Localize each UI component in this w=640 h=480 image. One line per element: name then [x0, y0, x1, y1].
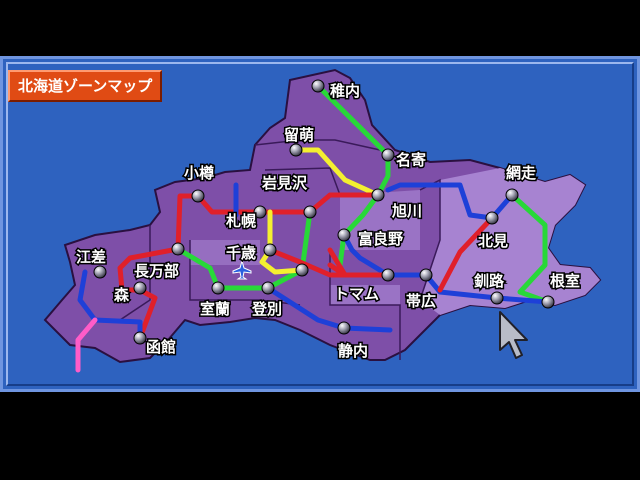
label-nayoro: 名寄 — [396, 151, 426, 169]
airport-icon — [232, 259, 252, 280]
line-green-east — [509, 192, 551, 305]
label-iwamizawa: 岩見沢 — [261, 174, 308, 192]
chitose-zone — [190, 240, 260, 265]
label-otaru: 小樽 — [184, 164, 214, 182]
node-chitose[interactable] — [263, 243, 277, 257]
station-nodes — [93, 79, 555, 345]
mouse-cursor-icon — [499, 311, 528, 359]
label-esashi: 江差 — [76, 248, 106, 266]
label-furano: 富良野 — [358, 230, 403, 248]
node-asahikawa[interactable] — [371, 188, 385, 202]
node-junction[interactable] — [295, 263, 309, 277]
node-rumoi[interactable] — [289, 143, 303, 157]
tomamu-zone — [330, 285, 400, 305]
line-red-asahikawa — [327, 247, 348, 278]
line-blue-furano — [341, 232, 391, 278]
node-nemuro[interactable] — [541, 295, 555, 309]
label-chitose: 千歳 — [226, 244, 256, 262]
line-red-tomamu — [267, 247, 391, 278]
label-muroran: 室蘭 — [200, 300, 230, 318]
node-obihiro[interactable] — [419, 268, 433, 282]
station-labels: 稚内 留萌 名寄 小樽 岩見沢 網走 札幌 旭川 富良野 北見 千歳 江差 長万… — [75, 81, 582, 362]
line-red-kushiro — [437, 215, 495, 293]
line-green-sapporo — [175, 209, 313, 291]
label-noboribetsu: 登別 — [251, 300, 282, 318]
node-tomamu[interactable] — [381, 268, 395, 282]
node-noboribetsu[interactable] — [261, 281, 275, 295]
node-shizunai[interactable] — [337, 321, 351, 335]
node-mori[interactable] — [133, 281, 147, 295]
node-nayoro[interactable] — [381, 148, 395, 162]
label-abashiri: 網走 — [506, 164, 536, 182]
node-otaru[interactable] — [191, 189, 205, 203]
node-iwamizawa[interactable] — [303, 205, 317, 219]
label-kitami: 北見 — [478, 232, 508, 250]
node-oshamambe[interactable] — [171, 242, 185, 256]
node-muroran[interactable] — [211, 281, 225, 295]
line-yellow-chitose — [259, 209, 305, 275]
label-nemuro: 根室 — [550, 272, 580, 290]
line-red-south — [117, 246, 181, 341]
label-sapporo: 札幌 — [225, 212, 256, 230]
line-yellow-rumoi — [293, 147, 381, 198]
node-kushiro[interactable] — [490, 291, 504, 305]
node-abashiri[interactable] — [505, 188, 519, 202]
line-pink-south — [75, 317, 98, 373]
landmass — [43, 68, 602, 364]
map-title: 北海道ゾーンマップ — [8, 70, 163, 102]
label-kushiro: 釧路 — [474, 272, 505, 290]
label-hakodate: 函館 — [146, 338, 176, 356]
node-kitami[interactable] — [485, 211, 499, 225]
label-rumoi: 留萌 — [284, 126, 314, 144]
label-asahikawa: 旭川 — [391, 202, 422, 220]
label-mori: 森 — [114, 286, 130, 304]
node-sapporo[interactable] — [253, 205, 267, 219]
label-obihiro: 帯広 — [406, 292, 436, 310]
label-wakkanai: 稚内 — [330, 82, 360, 100]
node-esashi[interactable] — [93, 265, 107, 279]
line-blue-shizunai — [265, 285, 393, 333]
label-tomamu: トマム — [334, 285, 379, 303]
node-hakodate[interactable] — [133, 331, 147, 345]
node-wakkanai[interactable] — [311, 79, 325, 93]
label-oshamambe: 長万部 — [134, 262, 179, 280]
furano-zone — [340, 190, 420, 250]
node-furano[interactable] — [337, 228, 351, 242]
label-shizunai: 静内 — [338, 342, 368, 360]
